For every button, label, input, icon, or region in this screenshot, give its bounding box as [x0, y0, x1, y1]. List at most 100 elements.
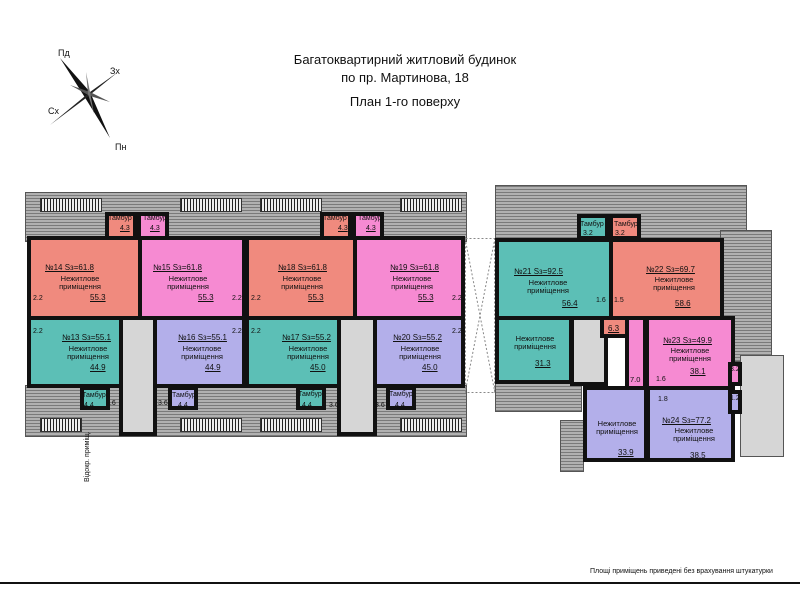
tambur-label: Тамбур	[580, 221, 604, 228]
wc-area: 1.6	[656, 376, 666, 383]
room-type: Нежитлове приміщення	[514, 334, 556, 351]
tambur-area: 4.3	[120, 225, 130, 232]
room-area: 44.9	[90, 363, 106, 372]
storage-area: 3.6	[158, 400, 168, 407]
room-type: Нежитлове приміщення	[399, 344, 441, 361]
room-area: 55.3	[198, 293, 214, 302]
building-address: по пр. Мартинова, 18	[341, 70, 469, 85]
wc-area: 2.2	[232, 295, 242, 302]
wc-area: 2.2	[452, 328, 462, 335]
room-type: Нежитлове приміщення	[287, 344, 329, 361]
tambur-area: 4.3	[150, 225, 160, 232]
unit-id: №16 Sз=55.1	[178, 333, 227, 342]
railing	[180, 418, 242, 432]
room-area: 44.9	[205, 363, 221, 372]
unit-id: №23 Sз=49.9	[663, 336, 712, 345]
stairwell	[337, 316, 377, 436]
room-type: Нежитлове приміщення	[167, 274, 209, 291]
room-type: Нежитлове приміщення	[673, 426, 715, 443]
storage-label: Відокр. приміщ.	[84, 431, 91, 482]
unit-id: №15 Sз=61.8	[153, 263, 202, 272]
room-area: 55.3	[90, 293, 106, 302]
wc-area: 2.2	[251, 328, 261, 335]
room-area: 55.3	[418, 293, 434, 302]
building-title: Багатоквартирний житловий будинок	[293, 52, 517, 67]
wc-area: 2.2	[33, 328, 43, 335]
wall	[643, 316, 649, 386]
unit-id: №13 Sз=55.1	[62, 333, 111, 342]
tambur-label: Тамбур	[108, 215, 132, 222]
tambur-19	[352, 212, 384, 240]
unit-20[interactable]	[373, 316, 465, 388]
room-area: 38.1	[690, 367, 706, 376]
expansion-joint	[465, 238, 495, 393]
tambur-area: 4.4	[84, 402, 94, 409]
tambur-label: Тамбур	[614, 221, 638, 228]
tambur-17	[296, 386, 326, 410]
unit-24[interactable]	[583, 386, 735, 462]
railing	[400, 418, 462, 432]
wc-area: 1.5	[614, 297, 624, 304]
room-area: 33.9	[618, 448, 634, 457]
room-area: 6.3	[608, 324, 620, 333]
unit-19[interactable]	[353, 236, 465, 320]
unit-id: №21 Sз=92.5	[514, 267, 563, 276]
storage-area: 3.6	[329, 402, 339, 409]
wc-area: 1.6	[596, 297, 606, 304]
room-area: 7.0	[630, 375, 641, 384]
tambur-area: 4.4	[395, 402, 405, 409]
tambur-area: 4.4	[178, 402, 188, 409]
wall	[644, 386, 650, 462]
unit-id: №24 Sз=77.2	[662, 416, 711, 425]
railing	[260, 198, 322, 212]
room-area: 31.3	[535, 359, 551, 368]
tambur-24	[728, 390, 742, 414]
wc-area: 2.2	[232, 328, 242, 335]
tambur-area: 4.3	[338, 225, 348, 232]
tambur-area: 3.2	[583, 230, 593, 237]
unit-id: №14 Sз=61.8	[45, 263, 94, 272]
tambur-area: 4.4	[302, 402, 312, 409]
tambur-16	[168, 386, 198, 410]
tambur-area: 1.2	[730, 395, 740, 402]
room-area: 55.3	[308, 293, 324, 302]
entrance-porch	[740, 355, 784, 457]
room-type: Нежитлове приміщення	[391, 274, 433, 291]
compass-north: Пн	[115, 142, 127, 152]
unit-id: №19 Sз=61.8	[390, 263, 439, 272]
footnote: Площі приміщень приведені без врахування…	[590, 568, 773, 575]
room-area: 58.6	[675, 299, 691, 308]
railing	[260, 418, 322, 432]
plan-title: План 1-го поверху	[349, 94, 461, 109]
tambur-area: 4.3	[366, 225, 376, 232]
tambur-area: 3.2	[730, 366, 740, 373]
unit-id: №22 Sз=69.7	[646, 265, 695, 274]
tambur-label: Тамбур	[172, 392, 196, 399]
room-type: Нежитлове приміщення	[596, 419, 638, 436]
tambur-13	[80, 386, 110, 410]
unit-id: №17 Sз=55.2	[282, 333, 331, 342]
railing	[40, 418, 82, 432]
compass-rose-icon	[50, 58, 118, 138]
unit-id: №18 Sз=61.8	[278, 263, 327, 272]
tambur-label: Тамбур	[298, 391, 322, 398]
tambur-label: Тамбур	[323, 215, 347, 222]
tambur-label: Тамбур	[143, 215, 167, 222]
tambur-23	[728, 362, 742, 386]
room-type: Нежитлове приміщення	[669, 346, 711, 363]
tambur-18	[320, 212, 352, 240]
room-type: Нежитлове приміщення	[59, 274, 101, 291]
unit-15[interactable]	[138, 236, 246, 320]
unit-21-room2[interactable]	[495, 316, 573, 384]
room-type: Нежитлове приміщення	[527, 278, 569, 295]
wc-area: 1.8	[658, 396, 668, 403]
wc-area: 2.2	[452, 295, 462, 302]
tambur-15	[137, 212, 169, 240]
tambur-area: 3.2	[615, 230, 625, 237]
wc-area: 2.2	[33, 295, 43, 302]
storage-area: 3.6	[375, 402, 385, 409]
compass-south: Пд	[58, 48, 70, 58]
terrace-bottom-right	[560, 420, 584, 472]
room-type: Нежитлове приміщення	[67, 344, 109, 361]
tambur-label: Тамбур	[358, 215, 382, 222]
